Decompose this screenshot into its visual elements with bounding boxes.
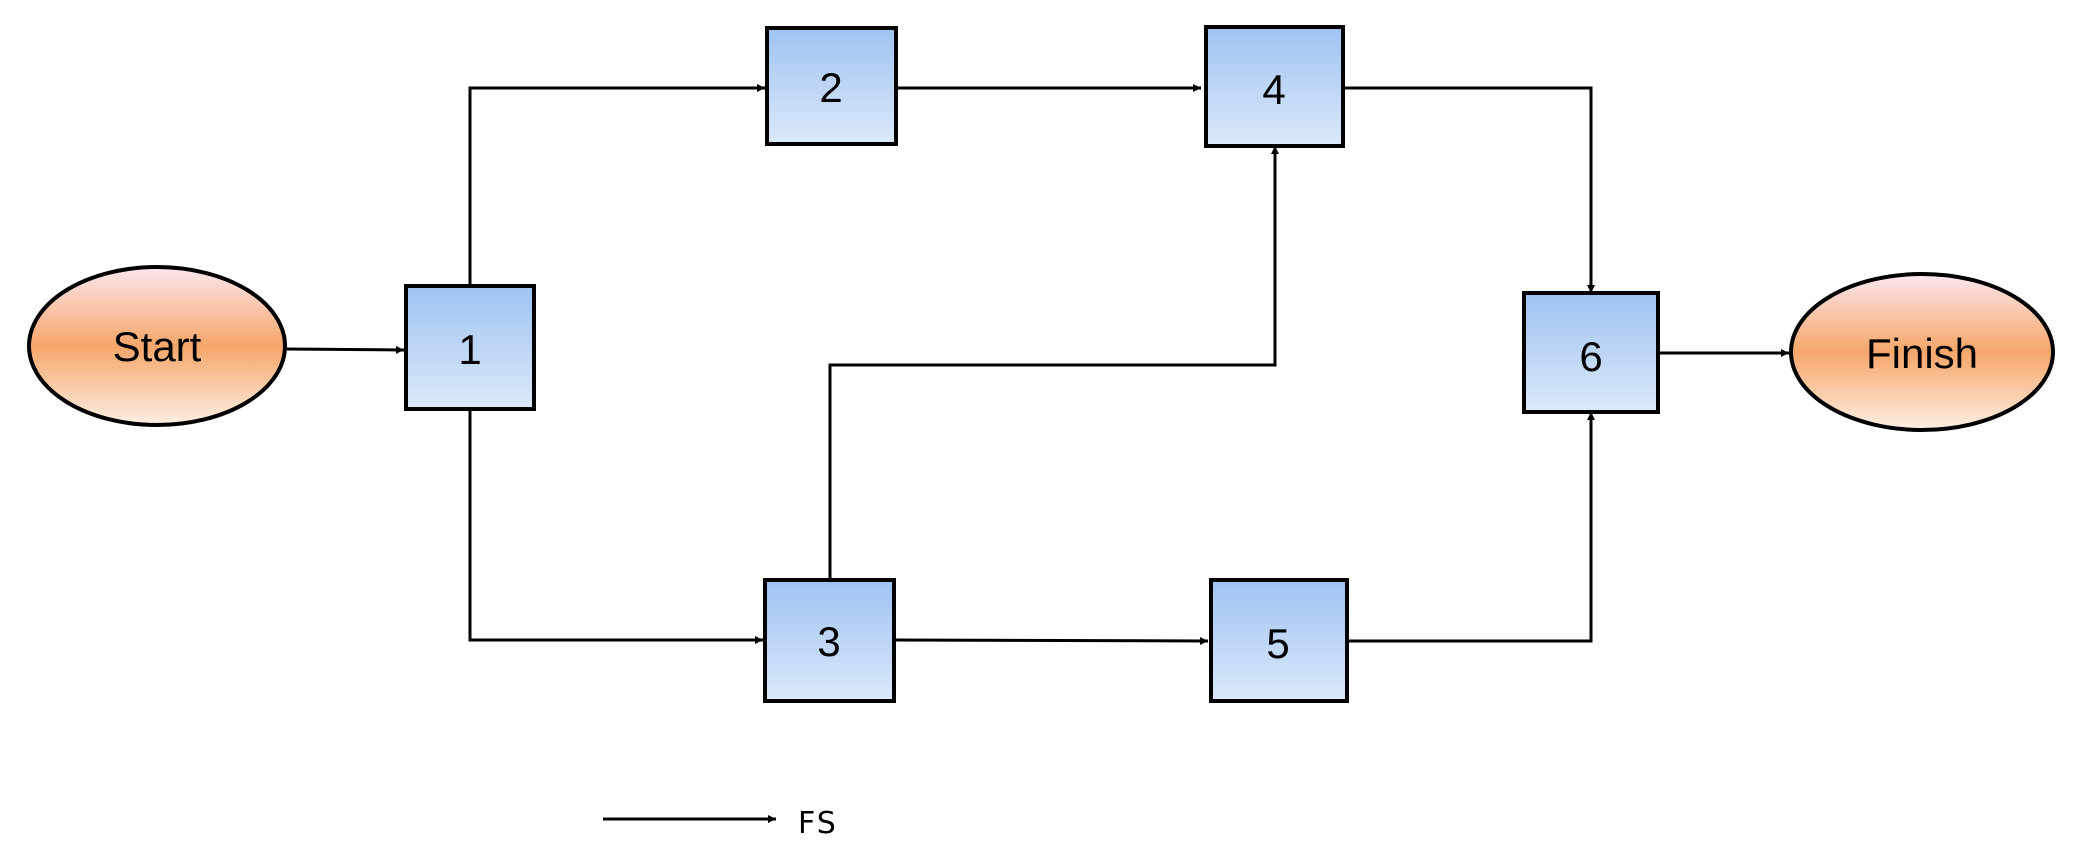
activity-6: 6 bbox=[1522, 291, 1660, 414]
edge-4-to-6 bbox=[1344, 86, 1595, 293]
legend: FS bbox=[603, 806, 838, 841]
activity-2-box bbox=[765, 26, 898, 146]
activity-4-label: 4 bbox=[1262, 66, 1285, 113]
legend-label: FS bbox=[798, 806, 838, 841]
activity-1-box bbox=[404, 284, 536, 411]
edge-1-to-2 bbox=[468, 84, 765, 286]
start-oval bbox=[27, 265, 287, 427]
finish-node: Finish bbox=[1789, 272, 2055, 432]
activity-1-label: 1 bbox=[458, 326, 481, 373]
start-label: Start bbox=[113, 323, 202, 370]
edge-5-to-6 bbox=[1348, 412, 1595, 643]
activity-3-box bbox=[763, 578, 896, 703]
activity-3: 3 bbox=[763, 578, 896, 703]
activity-4: 4 bbox=[1204, 25, 1345, 148]
activity-3-label: 3 bbox=[817, 618, 840, 665]
edge-3-to-5 bbox=[894, 636, 1209, 645]
activity-5-label: 5 bbox=[1266, 620, 1289, 667]
edge-start-to-1 bbox=[286, 345, 405, 354]
edges bbox=[286, 84, 1789, 645]
activity-2-label: 2 bbox=[819, 64, 842, 111]
activity-6-label: 6 bbox=[1579, 333, 1602, 380]
activity-4-box bbox=[1204, 25, 1345, 148]
activity-5-box bbox=[1209, 578, 1349, 703]
finish-label: Finish bbox=[1866, 330, 1978, 377]
finish-oval bbox=[1789, 272, 2055, 432]
activity-2: 2 bbox=[765, 26, 898, 146]
start-node: Start bbox=[27, 265, 287, 427]
edge-3-to-4 bbox=[828, 146, 1279, 578]
edge-1-to-3 bbox=[468, 410, 763, 644]
activity-1: 1 bbox=[404, 284, 536, 411]
activity-6-box bbox=[1522, 291, 1660, 414]
activity-5: 5 bbox=[1209, 578, 1349, 703]
